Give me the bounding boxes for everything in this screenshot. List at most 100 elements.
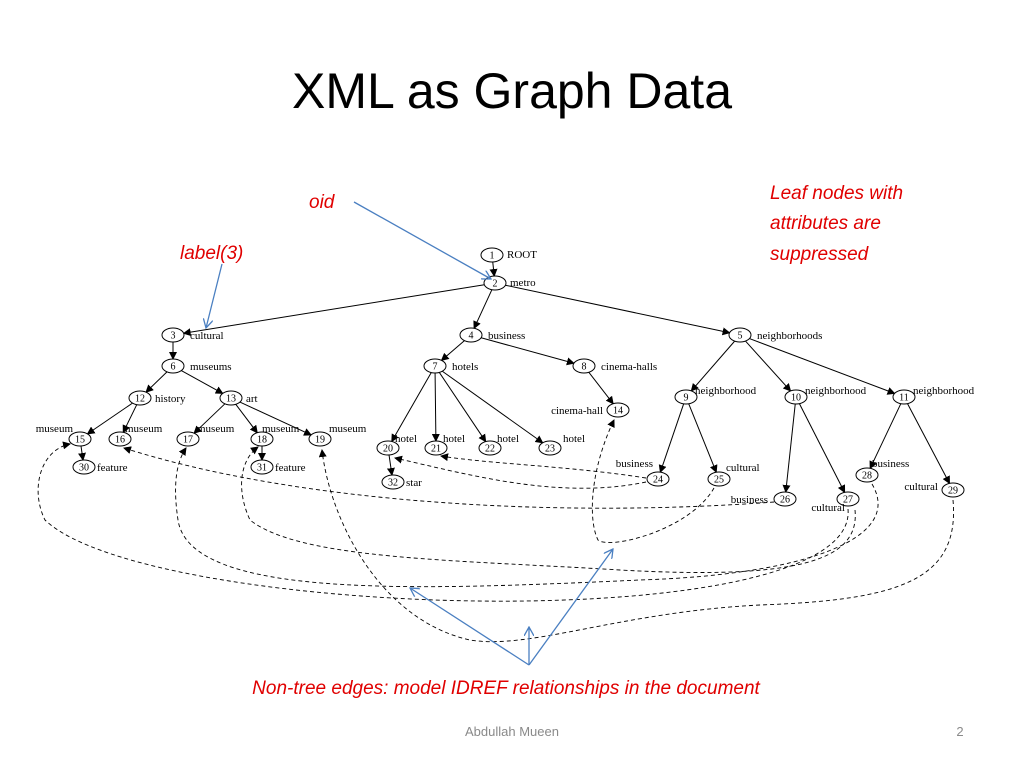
node-id: 31	[257, 463, 267, 474]
node-label: feature	[97, 462, 128, 474]
node-id: 17	[183, 435, 193, 446]
tree-edge-2-5	[505, 284, 731, 336]
node-id: 19	[315, 435, 325, 446]
tree-edge-5-9	[690, 340, 736, 392]
node-label: museum	[125, 423, 163, 435]
node-label: business	[616, 458, 653, 470]
leaf-note-line-1: Leaf nodes with	[770, 183, 903, 204]
node-ellipse	[606, 402, 630, 418]
node-label: metro	[510, 277, 536, 289]
node-label: business	[731, 494, 768, 506]
node-id: 25	[714, 475, 724, 486]
node-ellipse	[855, 467, 879, 483]
node-ellipse	[161, 358, 185, 374]
nontree-edge-27-18	[241, 446, 856, 573]
node-id: 13	[226, 394, 236, 405]
tree-edge-5-11	[749, 338, 896, 395]
tree-edge-7-20	[391, 372, 432, 443]
tree-edge-10-27	[798, 403, 846, 494]
node-ellipse	[376, 440, 400, 456]
node-ellipse	[836, 491, 860, 507]
node-id: 21	[431, 444, 441, 455]
node-ellipse	[728, 327, 752, 343]
nontree-edge-24-20	[394, 455, 647, 489]
node-ellipse	[572, 358, 596, 374]
node-id: 2	[493, 279, 498, 290]
tree-edge-7-22	[438, 372, 487, 443]
node-ellipse	[707, 471, 731, 487]
node-ellipse	[538, 440, 562, 456]
leaf-note-line-2: attributes are	[770, 213, 881, 234]
node-ellipse	[773, 491, 797, 507]
node-ellipse	[423, 358, 447, 374]
tree-edge-5-10	[745, 340, 792, 392]
node-id: 11	[899, 393, 909, 404]
node-id: 26	[780, 495, 790, 506]
node-ellipse	[646, 471, 670, 487]
tree-edge-12-15	[86, 402, 133, 435]
nontree-edge-26-16	[123, 446, 775, 509]
node-label: star	[406, 477, 422, 489]
tree-edge-1-2	[489, 261, 498, 278]
callouts	[206, 201, 613, 666]
oid-callout-line	[353, 201, 491, 279]
node-label: neighborhood	[805, 385, 867, 397]
tree-edge-6-13	[181, 370, 224, 394]
page-number: 2	[956, 724, 964, 739]
node-id: 22	[485, 444, 495, 455]
node-label: hotels	[452, 361, 478, 373]
tree-edge-12-16	[122, 404, 138, 434]
node-id: 20	[383, 444, 393, 455]
tree-edge-2-4	[473, 289, 493, 330]
node-label: art	[246, 393, 258, 405]
node-ellipse	[72, 459, 96, 475]
node-ellipse	[941, 482, 965, 498]
leaf-note-line-3: suppressed	[770, 244, 870, 265]
node-id: 9	[684, 393, 689, 404]
nontree-edges	[37, 419, 954, 643]
node-id: 23	[545, 444, 555, 455]
node-label: cultural	[811, 502, 845, 514]
node-ellipse	[250, 459, 274, 475]
node-id: 27	[843, 495, 853, 506]
node-ellipse	[250, 431, 274, 447]
node-label: ROOT	[507, 249, 537, 261]
node-id: 15	[75, 435, 85, 446]
nontree-edge-25-14	[591, 419, 715, 543]
nontree-edge-29-19	[318, 449, 954, 643]
node-label: hotel	[443, 433, 465, 445]
tree-edge-11-28	[869, 403, 902, 470]
node-ellipse	[784, 389, 808, 405]
graph-node-23: 23 hotel	[538, 433, 585, 456]
node-ellipse	[128, 390, 152, 406]
node-ellipse	[892, 389, 916, 405]
node-ellipse	[108, 431, 132, 447]
node-id: 29	[948, 486, 958, 497]
node-label: hotel	[563, 433, 585, 445]
node-id: 28	[862, 471, 872, 482]
graph-node-26: 26 business	[731, 491, 797, 507]
graph-node-9: 9 neighborhood	[674, 385, 757, 405]
slide-title: XML as Graph Data	[291, 63, 732, 119]
node-label: neighborhood	[695, 385, 757, 397]
node-ellipse	[424, 440, 448, 456]
